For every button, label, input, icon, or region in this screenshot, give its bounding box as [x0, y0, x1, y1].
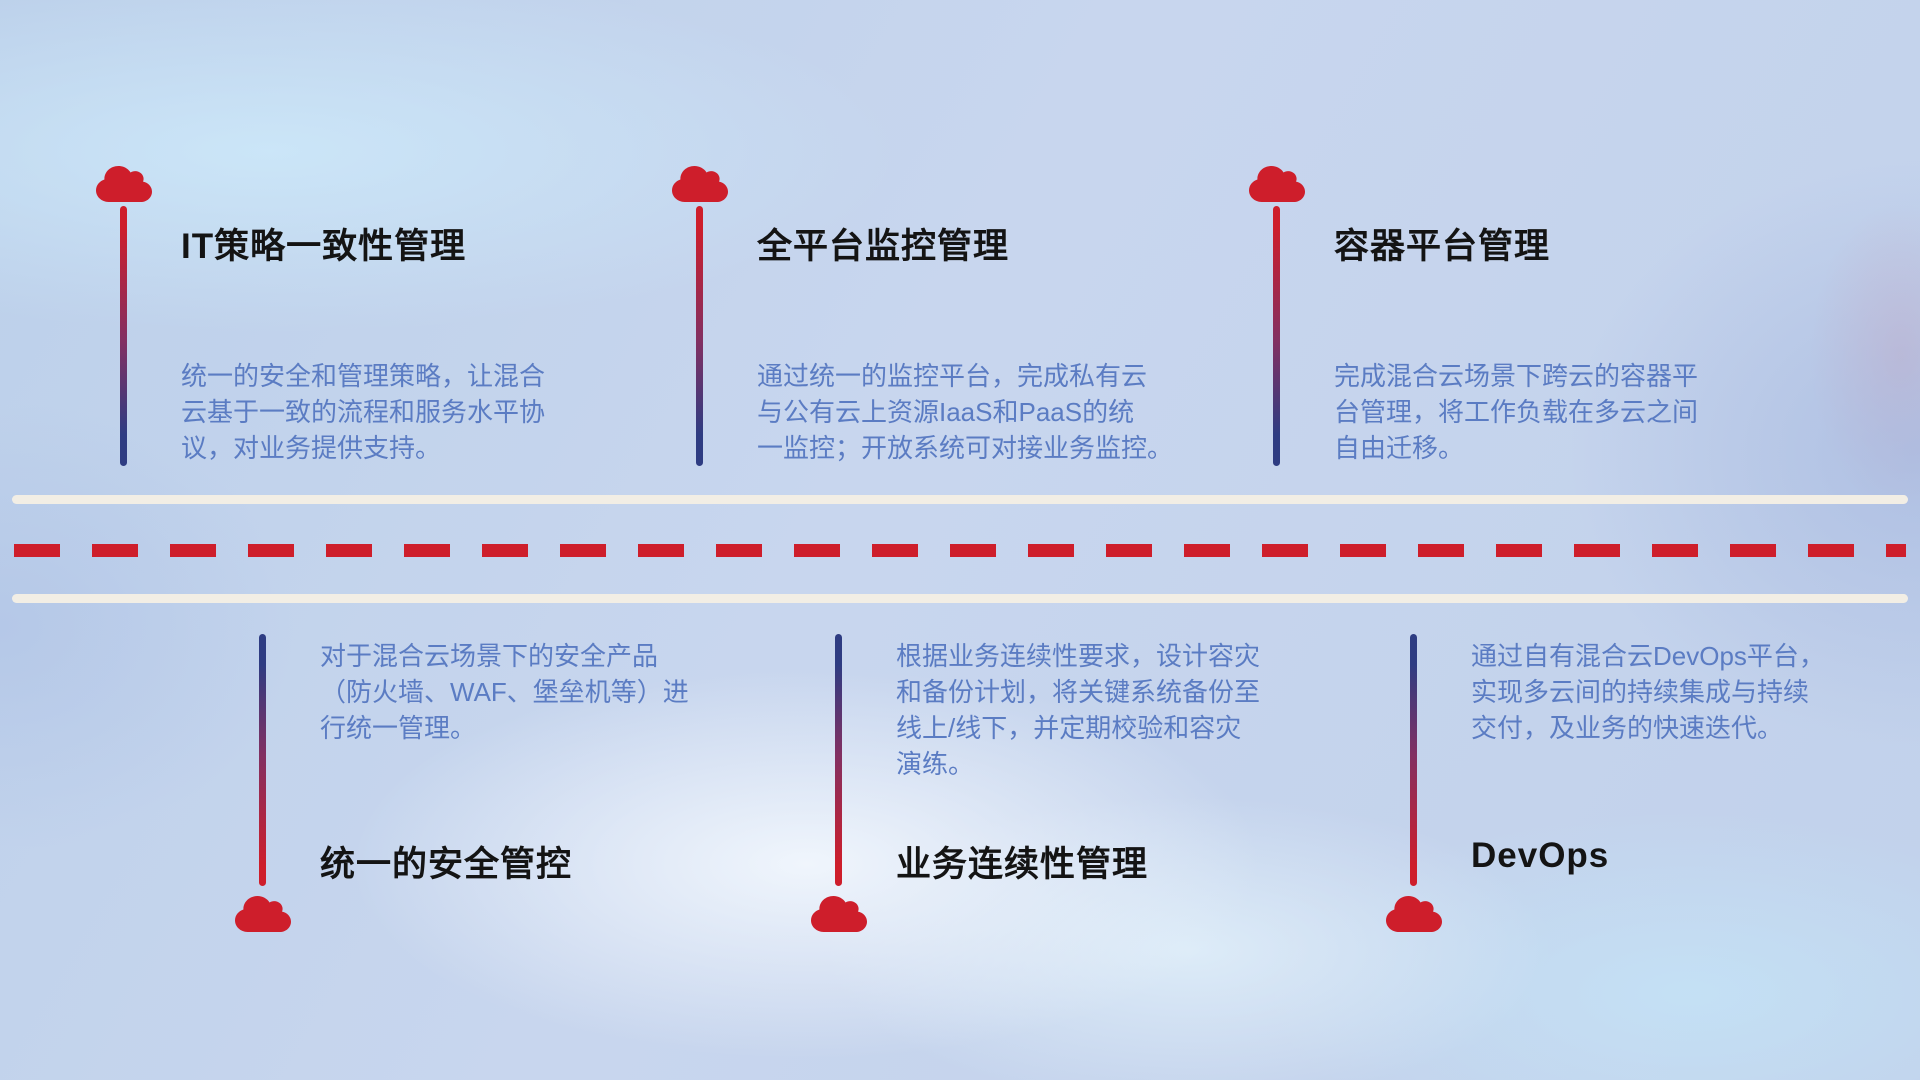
feature-security-control: 对于混合云场景下的安全产品 （防火墙、WAF、堡垒机等）进 行统一管理。 统一的…: [235, 634, 705, 974]
feature-description: 统一的安全和管理策略，让混合 云基于一致的流程和服务水平协 议，对业务提供支持。: [181, 361, 546, 463]
feature-title: 统一的安全管控: [320, 845, 573, 884]
timeline-stem: [1410, 634, 1417, 886]
feature-container-platform: 容器平台管理 完成混合云场景下跨云的容器平 台管理，将工作负载在多云之间 自由迁…: [1249, 166, 1719, 496]
feature-description: 通过统一的监控平台，完成私有云 与公有云上资源IaaS和PaaS的统 一监控；开…: [757, 361, 1174, 463]
feature-description: 根据业务连续性要求，设计容灾 和备份计划，将关键系统备份至 线上/线下，并定期校…: [896, 641, 1261, 779]
road-line-bottom: [12, 594, 1908, 603]
feature-title: 全平台监控管理: [757, 227, 1010, 266]
feature-description: 通过自有混合云DevOps平台， 实现多云间的持续集成与持续 交付，及业务的快速…: [1471, 641, 1825, 743]
feature-title: 业务连续性管理: [896, 845, 1149, 884]
feature-business-continuity: 根据业务连续性要求，设计容灾 和备份计划，将关键系统备份至 线上/线下，并定期校…: [811, 634, 1281, 974]
feature-description: 对于混合云场景下的安全产品 （防火墙、WAF、堡垒机等）进 行统一管理。: [320, 641, 689, 743]
feature-devops: 通过自有混合云DevOps平台， 实现多云间的持续集成与持续 交付，及业务的快速…: [1386, 634, 1856, 974]
timeline-stem: [120, 206, 127, 466]
road-dashed-centerline: [14, 544, 1906, 557]
feature-title: 容器平台管理: [1334, 227, 1551, 266]
timeline-stem: [696, 206, 703, 466]
timeline-stem: [1273, 206, 1280, 466]
feature-it-policy: IT策略一致性管理 统一的安全和管理策略，让混合 云基于一致的流程和服务水平协 …: [96, 166, 566, 496]
cloud-icon: [811, 896, 867, 932]
timeline-stem: [835, 634, 842, 886]
cloud-icon: [235, 896, 291, 932]
feature-platform-monitoring: 全平台监控管理 通过统一的监控平台，完成私有云 与公有云上资源IaaS和PaaS…: [672, 166, 1173, 496]
timeline-stem: [259, 634, 266, 886]
feature-title: DevOps: [1471, 836, 1610, 875]
feature-description: 完成混合云场景下跨云的容器平 台管理，将工作负载在多云之间 自由迁移。: [1334, 361, 1699, 463]
cloud-icon: [1386, 896, 1442, 932]
road-line-top: [12, 495, 1908, 504]
feature-title: IT策略一致性管理: [181, 227, 467, 266]
cloud-icon: [96, 166, 152, 202]
cloud-icon: [1249, 166, 1305, 202]
cloud-icon: [672, 166, 728, 202]
